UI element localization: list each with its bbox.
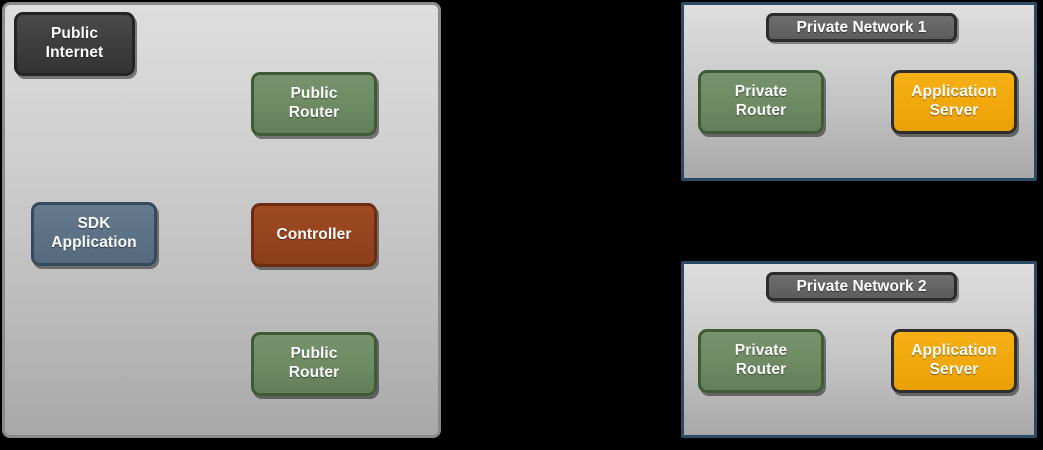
private-network-2-title-label: Private Network 2 [796,277,927,295]
node-private-router-1-label: Private Router [734,83,788,119]
private-network-1-zone: Private Network 1 Private Router Applica… [681,2,1037,181]
node-application-server-2[interactable]: Application Server [891,329,1017,393]
node-application-server-1[interactable]: Application Server [891,70,1017,134]
node-private-router-2-label: Private Router [734,342,788,378]
node-public-router-bottom[interactable]: Public Router [251,332,377,396]
node-private-router-2[interactable]: Private Router [698,329,824,393]
node-public-router-bottom-label: Public Router [288,345,340,381]
node-application-server-2-label: Application Server [911,342,997,378]
node-controller-label: Controller [276,225,352,243]
private-network-1-title-label: Private Network 1 [796,18,927,36]
node-public-router-top-label: Public Router [288,85,340,121]
node-controller[interactable]: Controller [251,203,377,267]
private-network-1-title-badge: Private Network 1 [766,13,957,42]
public-network-zone: Public Internet Public Router SDK Applic… [2,2,441,438]
node-public-internet-label: Public Internet [45,25,104,61]
node-public-internet[interactable]: Public Internet [14,12,135,76]
node-sdk-application-label: SDK Application [51,215,137,251]
private-network-2-title-badge: Private Network 2 [766,272,957,301]
private-network-2-zone: Private Network 2 Private Router Applica… [681,261,1037,438]
node-public-router-top[interactable]: Public Router [251,72,377,136]
node-sdk-application[interactable]: SDK Application [31,202,157,266]
node-private-router-1[interactable]: Private Router [698,70,824,134]
node-application-server-1-label: Application Server [911,83,997,119]
